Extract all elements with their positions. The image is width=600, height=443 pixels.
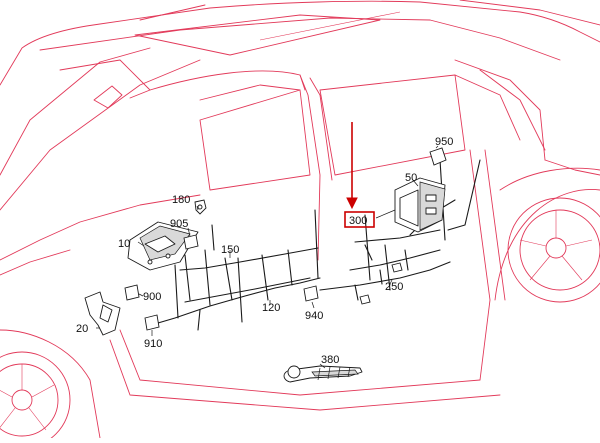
callout-910[interactable]: 910 [144,338,162,350]
callout-10[interactable]: 10 [118,238,130,250]
callout-labels: 950 50 300 180 905 10 150 900 120 250 20… [76,136,453,366]
callout-20[interactable]: 20 [76,323,88,335]
callout-905[interactable]: 905 [170,218,188,230]
callout-150[interactable]: 150 [221,244,239,256]
part-10-control-unit[interactable] [127,221,199,271]
connector-950[interactable] [429,147,447,166]
callout-380[interactable]: 380 [321,354,339,366]
connector-905[interactable] [183,234,199,250]
highlight-arrow [346,122,358,210]
highlight-box-300 [344,211,375,228]
callout-940[interactable]: 940 [305,310,323,322]
rear-wheel [507,197,600,303]
callout-950[interactable]: 950 [435,136,453,148]
connector-250-group[interactable] [359,262,403,305]
connector-900[interactable] [124,284,140,301]
callout-250[interactable]: 250 [385,281,403,293]
connector-180[interactable] [194,199,207,215]
front-wheel [0,351,71,443]
callout-120[interactable]: 120 [262,302,280,314]
connector-940[interactable] [303,285,319,302]
callout-300[interactable]: 300 [349,215,367,227]
part-20-bracket[interactable] [84,291,121,336]
leader-lines [96,145,439,369]
connector-910[interactable] [144,314,160,331]
callout-900[interactable]: 900 [143,291,161,303]
part-380-grommet[interactable] [283,365,363,383]
part-50-control-unit[interactable] [394,177,446,233]
callout-180[interactable]: 180 [172,194,190,206]
callout-50[interactable]: 50 [405,172,417,184]
